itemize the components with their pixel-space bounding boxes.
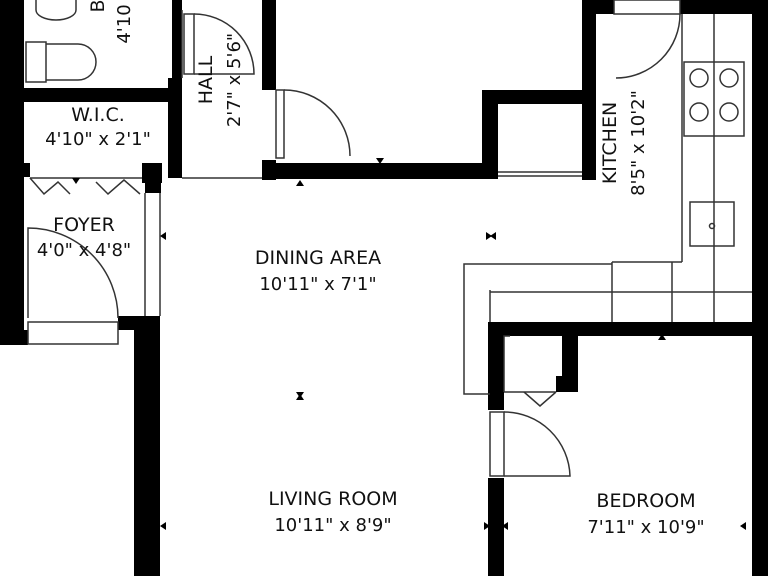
bath-label: B <box>87 0 109 13</box>
bedroom-label: BEDROOM <box>596 490 695 512</box>
wall-hall-right-a <box>262 0 276 90</box>
wall-bedroom-left-upper <box>488 322 504 410</box>
wic-bifold-right <box>95 179 141 196</box>
wic-label: W.I.C. <box>71 104 125 126</box>
burner-1 <box>689 68 709 88</box>
wall-center-step-vert <box>482 90 498 179</box>
thin-lines <box>27 10 752 395</box>
marker-bedroom-left <box>502 522 508 530</box>
marker-center-2 <box>296 394 304 400</box>
hall-door-swing <box>193 13 255 75</box>
kitchen-door-leaf <box>613 0 681 15</box>
hall-door-leaf <box>183 13 195 75</box>
toilet-bowl <box>46 43 97 81</box>
wall-bedroom-top <box>488 322 752 336</box>
dining-label: DINING AREA <box>255 247 381 269</box>
bath-dims: 4'10 <box>114 4 135 43</box>
marker-dining-top <box>376 158 384 164</box>
bedroom-dims: 7'11" x 10'9" <box>587 517 704 538</box>
kitchen-door-swing <box>615 13 681 79</box>
wall-center-step-horiz <box>482 90 582 104</box>
wall-right-exterior <box>752 0 768 576</box>
kitchen-dims: 8'5" x 10'2" <box>628 90 649 196</box>
kitchen-sink <box>689 201 735 247</box>
foyer-dims: 4'0" x 4'8" <box>37 240 131 261</box>
hall-label: HALL <box>195 55 217 104</box>
marker-kitchen-left <box>486 232 492 240</box>
burner-2 <box>719 68 739 88</box>
hall-dims: 2'7" x 5'6" <box>224 33 245 127</box>
marker-living-left <box>160 522 166 530</box>
burner-4 <box>719 102 739 122</box>
wic-bifold-left <box>29 177 71 196</box>
wall-hall-left-lower <box>168 78 182 178</box>
fixtures <box>25 0 745 247</box>
stove <box>683 61 745 137</box>
wic-dims: 4'10" x 2'1" <box>45 129 151 150</box>
wall-living-left <box>134 316 160 576</box>
doors <box>27 0 681 477</box>
bedroom-closet-outline <box>503 335 510 392</box>
marker-bedroom-top <box>658 334 666 340</box>
wall-wic-bottom <box>0 163 30 177</box>
foyer-door-swing <box>27 227 119 319</box>
kitchen-sink-drain <box>708 222 716 230</box>
dining-dims: 10'11" x 7'1" <box>259 274 376 295</box>
marker-foyer-top <box>72 178 80 184</box>
living-label: LIVING ROOM <box>268 488 397 510</box>
kitchen-label: KITCHEN <box>599 102 621 184</box>
markers <box>72 158 746 530</box>
wall-bath-bottom <box>0 88 175 102</box>
wall-kitchen-top <box>596 0 614 14</box>
center-door-swing <box>283 89 351 157</box>
marker-bedroom-right <box>740 522 746 530</box>
wall-living-left-top <box>145 163 161 193</box>
marker-kitchen-left-2 <box>490 232 496 240</box>
marker-dining-left <box>160 232 166 240</box>
wall-foyer-bottom <box>0 330 28 345</box>
bedroom-door-swing <box>503 411 571 477</box>
toilet-tank <box>25 41 47 83</box>
bath-sink <box>35 0 77 21</box>
kitchen-peninsula <box>463 263 612 395</box>
center-door-leaf <box>275 89 285 159</box>
wall-kitchen-top-right <box>680 0 768 14</box>
marker-kitchen-top <box>296 180 304 186</box>
foyer-label: FOYER <box>53 214 115 236</box>
marker-living-right <box>484 522 490 530</box>
foyer-entry-frame <box>27 321 119 345</box>
labels: B 4'10 HALL 2'7" x 5'6" W.I.C. 4'10" x 2… <box>37 0 705 538</box>
bedroom-door-leaf <box>489 411 505 477</box>
wall-bedroom-left-lower <box>488 478 504 576</box>
wall-center-right <box>582 0 596 180</box>
closet-bifold <box>523 391 557 407</box>
living-dims: 10'11" x 8'9" <box>274 515 391 536</box>
wall-center-bottom <box>262 163 498 179</box>
wall-closet-jog-base <box>556 376 578 392</box>
burner-3 <box>689 102 709 122</box>
